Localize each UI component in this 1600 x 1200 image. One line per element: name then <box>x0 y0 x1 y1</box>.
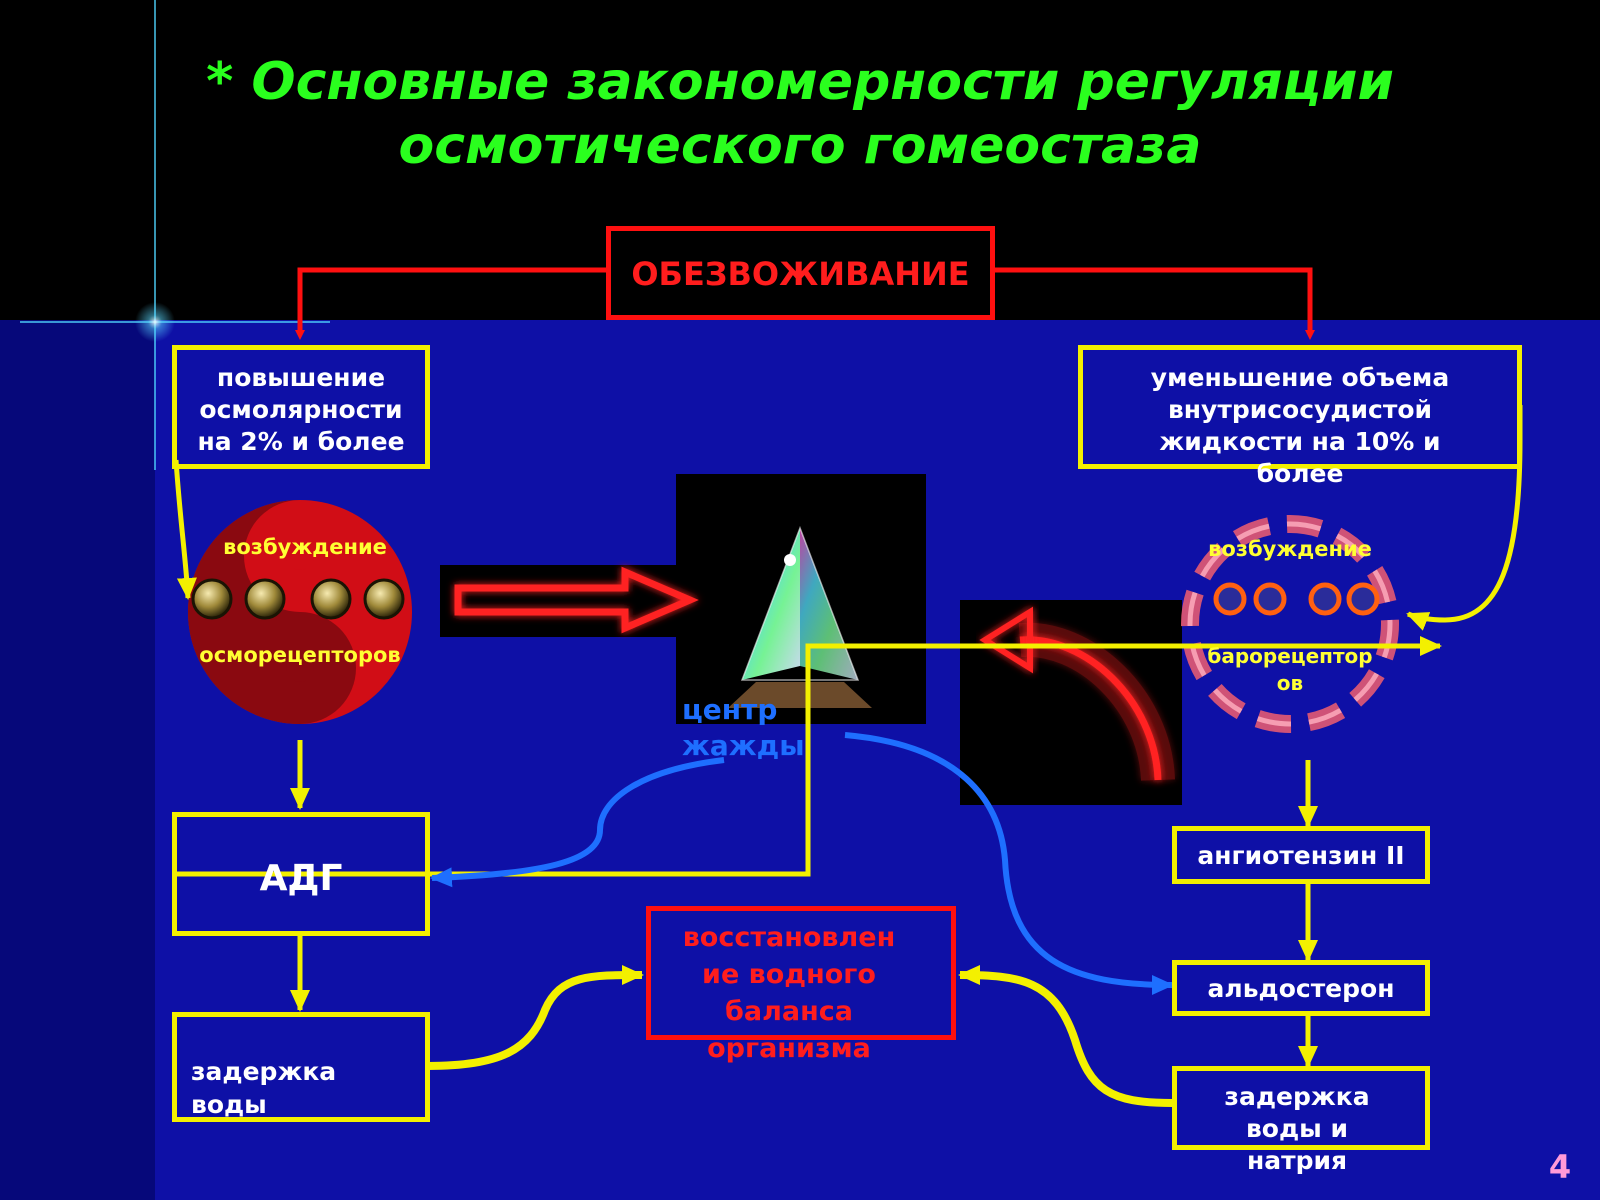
top-background <box>0 0 1600 320</box>
water-retention-left-box: задержка воды <box>172 1012 430 1122</box>
osmoreceptors-label: осморецепторов <box>199 643 401 667</box>
baro-excitation-label: возбуждение <box>1208 537 1372 561</box>
curved-arrow-icon <box>1019 636 1162 781</box>
angiotensin-box: ангиотензин II <box>1172 826 1430 884</box>
restoration-label: восстановлен ие водного баланса организм… <box>682 922 896 1064</box>
left-strip <box>0 320 155 1200</box>
blue-arrow-to-adh <box>430 757 725 888</box>
arrow-to-baroreceptors <box>1406 405 1523 631</box>
restoration-box: восстановлен ие водного баланса организм… <box>646 906 956 1064</box>
osmoreceptor-icon <box>188 500 412 724</box>
arrow-to-osmolarity <box>295 267 606 340</box>
aldosterone-label: альдостерон <box>1207 974 1395 1003</box>
angiotensin-label: ангиотензин II <box>1197 841 1405 870</box>
arrow-to-volume <box>995 267 1315 340</box>
adh-box: АДГ <box>172 812 430 936</box>
adh-label: АДГ <box>259 858 343 899</box>
thirst-center-label: центр жажды <box>682 693 805 762</box>
baroreceptor-icon <box>1181 515 1399 733</box>
aldosterone-box: альдостерон <box>1172 960 1430 1016</box>
volume-label: уменьшение объема внутрисосудистой жидко… <box>1150 363 1450 488</box>
osmolarity-label: повышение осмолярности на 2% и более <box>197 363 405 456</box>
arrow-left-to-restore <box>427 965 644 1070</box>
dehydration-box: ОБЕЗВОЖИВАНИЕ <box>606 226 995 320</box>
osmo-excitation-label: возбуждение <box>223 535 387 559</box>
pyramid-icon <box>728 525 872 708</box>
water-retention-right-label: задержка воды и натрия <box>1224 1082 1370 1175</box>
red-arrow-icon <box>454 566 699 634</box>
water-retention-left-label: задержка воды <box>191 1057 337 1119</box>
osmolarity-box: повышение осмолярности на 2% и более <box>172 345 430 469</box>
dehydration-label: ОБЕЗВОЖИВАНИЕ <box>631 255 970 293</box>
slide-number: 4 <box>1548 1148 1572 1186</box>
volume-box: уменьшение объема внутрисосудистой жидко… <box>1078 345 1522 488</box>
blue-arrow-to-aldosterone <box>844 732 1174 995</box>
baroreceptors-label: барорецептор ов <box>1207 644 1373 695</box>
arrow-right-to-restore <box>958 965 1173 1107</box>
water-retention-right-box: задержка воды и натрия <box>1172 1066 1430 1175</box>
arrow-to-osmoreceptors <box>173 459 197 600</box>
slide-title: * Основные закономерности регуляции осмо… <box>206 52 1394 176</box>
